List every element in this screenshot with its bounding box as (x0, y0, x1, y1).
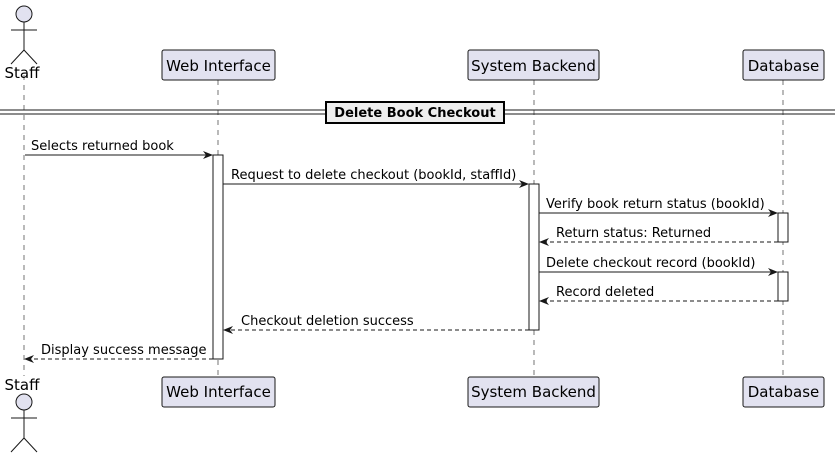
activation-system-backend (528, 183, 540, 331)
activation-database-1 (777, 212, 789, 243)
participant-label-database-bottom: Database (748, 383, 820, 401)
participant-label-system-backend-bottom: System Backend (471, 383, 596, 401)
actor-staff-bottom (10, 393, 38, 453)
section-divider: Delete Book Checkout (0, 101, 835, 124)
participant-label-database-top: Database (748, 57, 820, 75)
message-labels: Selects returned book Request to delete … (31, 139, 765, 358)
participant-box-web-interface-top (161, 49, 276, 81)
section-title: Delete Book Checkout (334, 106, 495, 121)
participant-label-web-interface-bottom: Web Interface (166, 383, 271, 401)
activation-database-2 (777, 271, 789, 302)
activation-bars (212, 154, 789, 360)
message-label-8: Display success message (41, 343, 206, 358)
participant-label-web-interface-top: Web Interface (166, 57, 271, 75)
message-label-4: Return status: Returned (556, 226, 711, 241)
participants-top: Staff Web Interface System Backend Datab… (5, 5, 825, 82)
participants-bottom: Staff Web Interface System Backend Datab… (5, 376, 825, 453)
actor-staff-head-bottom (15, 393, 33, 411)
activation-web-interface (212, 154, 224, 360)
messages (24, 151, 778, 363)
participant-box-system-backend-bottom (467, 376, 600, 408)
lifelines (23, 75, 784, 378)
participant-label-staff-top: Staff (5, 64, 41, 82)
message-label-1: Selects returned book (31, 139, 174, 154)
participant-box-system-backend-top (467, 49, 600, 81)
message-label-2: Request to delete checkout (bookId, staf… (231, 168, 516, 183)
participant-box-web-interface-bottom (161, 376, 276, 408)
actor-staff-top (10, 5, 38, 65)
message-label-3: Verify book return status (bookId) (546, 197, 765, 212)
section-title-box (325, 101, 505, 124)
actor-staff-head (15, 5, 33, 23)
participant-box-database-top (742, 49, 825, 81)
participant-box-database-bottom (742, 376, 825, 408)
message-label-5: Delete checkout record (bookId) (546, 256, 755, 271)
message-label-6: Record deleted (556, 285, 654, 300)
participant-label-staff-bottom: Staff (5, 376, 41, 394)
participant-label-system-backend-top: System Backend (471, 57, 596, 75)
message-label-7: Checkout deletion success (241, 314, 414, 329)
